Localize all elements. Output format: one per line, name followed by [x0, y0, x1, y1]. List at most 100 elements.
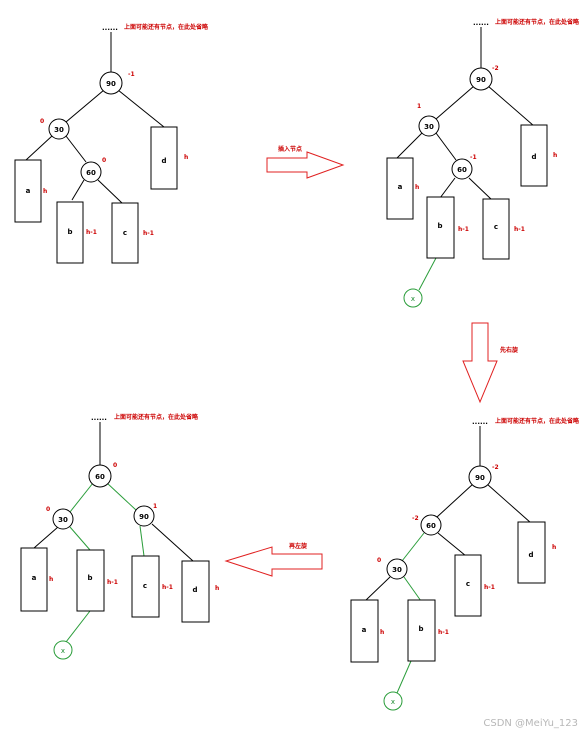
node-60: [420, 514, 442, 536]
new-node-x-label: x: [391, 698, 395, 706]
panel-balanced-tree: ...... 上面可能还有节点，在此处省略 60 0 30 0 90 1 a h…: [20, 413, 219, 660]
new-node-x-label: x: [61, 647, 65, 655]
node-90-label: 90: [106, 80, 116, 88]
watermark: CSDN @MeiYu_123: [483, 718, 578, 729]
node-90-label: 90: [475, 474, 485, 482]
balance-30: 0: [377, 557, 381, 564]
height-c: h-1: [143, 230, 154, 237]
node-60: [80, 161, 102, 183]
subtree-d: [181, 560, 210, 623]
balance-60: -1: [470, 154, 477, 161]
node-90: [468, 465, 492, 489]
subtree-d: [517, 521, 546, 584]
subtree-c-label: c: [123, 229, 127, 237]
subtree-a: [20, 547, 48, 612]
subtree-d-label: d: [161, 157, 166, 165]
balance-30: 0: [40, 118, 44, 125]
subtree-a-label: a: [26, 187, 31, 195]
node-60-label: 60: [86, 169, 96, 177]
arrow-rotate-right-first: 先右旋: [462, 322, 518, 404]
arrow-rotate-left-then: 再左旋: [224, 542, 323, 577]
subtree-c-label: c: [466, 580, 470, 588]
height-b: h-1: [438, 629, 449, 636]
subtree-c: [131, 555, 160, 618]
subtree-d-label: d: [528, 551, 533, 559]
height-d: h: [184, 154, 188, 161]
subtree-b-label: b: [418, 625, 423, 633]
ellipsis-dots-3: ......: [472, 418, 488, 426]
new-node-x: [403, 288, 423, 308]
subtree-d-label: d: [531, 153, 536, 161]
node-90: [99, 71, 123, 95]
subtree-c-label: c: [494, 223, 498, 231]
label-insert-node: 插入节点: [278, 145, 302, 153]
new-node-x: [383, 691, 403, 711]
balance-60: 0: [102, 157, 106, 164]
node-30-label: 30: [424, 123, 434, 131]
ellipsis-dots-2: ......: [473, 19, 489, 27]
omitted-nodes-note-3: 上面可能还有节点，在此处省略: [495, 417, 580, 425]
arrow-insert-node: 插入节点: [266, 145, 345, 179]
node-30: [48, 118, 70, 140]
panel-original-tree: ...... 上面可能还有节点，在此处省略 90 -1 30 0 60 0 a …: [14, 23, 209, 264]
node-30: [52, 508, 74, 530]
balance-90: -1: [128, 71, 135, 78]
height-c: h-1: [514, 226, 525, 233]
height-d: h: [553, 152, 557, 159]
node-90: [133, 505, 155, 527]
subtree-a-label: a: [32, 574, 37, 582]
node-60-label: 60: [426, 522, 436, 530]
subtree-a-label: a: [398, 183, 403, 191]
subtree-d-label: d: [192, 586, 197, 594]
node-30-label: 30: [58, 516, 68, 524]
node-60: [88, 464, 112, 488]
height-a: h: [380, 629, 384, 636]
new-node-x: [53, 640, 73, 660]
subtree-a: [350, 599, 379, 663]
node-30-label: 30: [54, 126, 64, 134]
subtree-d: [150, 126, 178, 190]
omitted-nodes-note: 上面可能还有节点，在此处省略: [124, 23, 209, 31]
node-60: [451, 158, 473, 180]
balance-90: 1: [153, 503, 157, 510]
node-60-label: 60: [457, 166, 467, 174]
height-b: h-1: [107, 579, 118, 586]
subtree-b-label: b: [437, 222, 442, 230]
panel-after-insert: ...... 上面可能还有节点，在此处省略 90 -2 30 1 60 -1 a…: [386, 18, 580, 308]
height-a: h: [43, 188, 47, 195]
balance-90: -2: [492, 65, 499, 72]
height-d: h: [215, 585, 219, 592]
subtree-c-label: c: [143, 582, 147, 590]
height-b: h-1: [458, 226, 469, 233]
subtree-c: [111, 202, 139, 264]
node-60-label: 60: [95, 473, 105, 481]
height-b: h-1: [86, 229, 97, 236]
subtree-c: [454, 554, 482, 617]
node-90-label: 90: [139, 513, 149, 521]
subtree-a-label: a: [362, 626, 367, 634]
subtree-b: [56, 201, 84, 264]
ellipsis-dots-4: ......: [91, 414, 107, 422]
subtree-d: [520, 124, 548, 187]
node-30: [386, 558, 408, 580]
ellipsis-dots: ......: [102, 24, 118, 32]
node-30-label: 30: [392, 566, 402, 574]
omitted-nodes-note-2: 上面可能还有节点，在此处省略: [495, 18, 580, 26]
balance-90: -2: [492, 464, 499, 471]
height-a: h: [415, 184, 419, 191]
height-c: h-1: [162, 584, 173, 591]
label-rotate-left: 再左旋: [289, 542, 307, 550]
node-90: [469, 67, 493, 91]
balance-30: 1: [417, 103, 421, 110]
subtree-b-label: b: [67, 228, 72, 236]
subtree-a: [14, 159, 42, 223]
subtree-b: [426, 196, 455, 259]
panel-after-right-rotation: ...... 上面可能还有节点，在此处省略 90 -2 60 -2 30 0 a…: [350, 417, 580, 711]
subtree-c: [482, 198, 510, 260]
node-90-label: 90: [476, 76, 486, 84]
subtree-b: [407, 599, 436, 662]
height-a: h: [49, 576, 53, 583]
balance-30: 0: [46, 506, 50, 513]
label-rotate-right: 先右旋: [500, 346, 518, 354]
